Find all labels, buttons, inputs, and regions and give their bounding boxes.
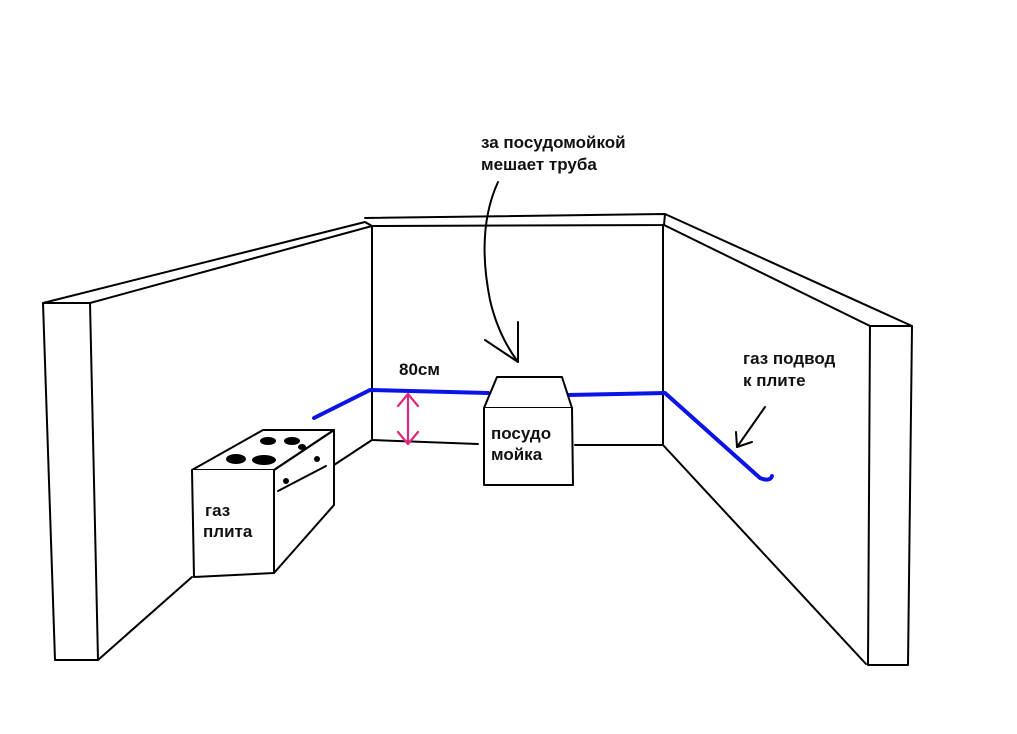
back-wall	[364, 213, 666, 446]
right-wall	[663, 213, 913, 666]
annotation-line1: за посудомойкой	[481, 133, 626, 152]
stove-knobs	[277, 456, 327, 492]
dishwasher: посудо мойка	[483, 376, 574, 486]
annotation-gas-supply: газ подвод к плите	[735, 349, 836, 448]
left-wall	[42, 221, 373, 661]
floor-lines	[97, 439, 867, 665]
dishwasher-label-line2: мойка	[491, 445, 543, 464]
burners	[226, 437, 306, 465]
gas-supply-line2: к плите	[743, 371, 806, 390]
gas-stove: газ плита	[191, 429, 335, 578]
gas-pipe	[312, 388, 774, 482]
height-dimension-label: 80см	[399, 360, 440, 379]
stove-label-line1: газ	[205, 501, 230, 520]
height-dimension-arrow	[396, 392, 420, 446]
annotation-arrow	[483, 181, 519, 363]
gas-supply-line1: газ подвод	[743, 349, 836, 368]
stove-label-line2: плита	[203, 522, 253, 541]
annotation-pipe-behind-dishwasher: за посудомойкой мешает труба	[481, 133, 626, 363]
annotation-line2: мешает труба	[481, 155, 597, 174]
dishwasher-label-line1: посудо	[491, 424, 551, 443]
